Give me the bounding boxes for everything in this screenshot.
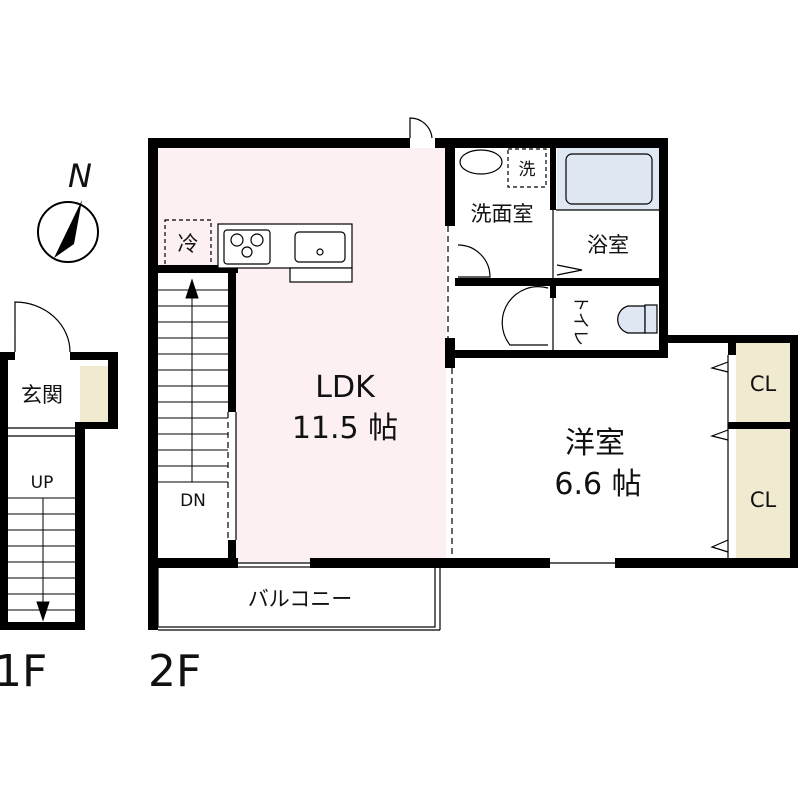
room-western-size: 6.6 帖 [554,467,641,502]
floor-label-1f: 1F [0,646,47,697]
room-ldk-name: LDK [315,370,376,405]
room-balcony: バルコニー [248,587,353,611]
entrance-storage [80,366,108,422]
compass-label: N [68,157,92,195]
stairs-up-label: UP [31,473,54,493]
floor-label-2f: 2F [148,646,201,697]
room-closet-2: CL [750,488,777,512]
north-arrow-icon [37,200,99,263]
closet-floor [736,343,790,423]
stairs-1f [8,497,75,622]
closet-floor [736,429,790,561]
room-closet-1: CL [750,372,777,396]
room-ldk-size: 11.5 帖 [292,411,398,446]
toilet-icon [617,305,646,334]
walls-2f [148,138,798,630]
room-washroom: 洗面室 [471,202,534,226]
sink-icon [294,231,346,263]
kitchen-counter [164,148,658,334]
room-western-name: 洋室 [565,426,625,461]
walls-1f [0,352,118,630]
ldk-floor [236,272,446,562]
washbasin-icon [459,149,503,175]
room-bathroom: 浴室 [587,233,629,257]
entrance-door [8,301,75,437]
stairs-2f [158,278,228,483]
arrow-up-icon [185,278,199,299]
arrow-down-icon [36,601,50,622]
thin-lines [157,117,729,631]
bathtub-icon [565,153,653,205]
stairs-down-label: DN [180,491,206,511]
stove-icon [223,229,271,265]
fridge-space [164,219,212,267]
washer-label: 洗 [519,160,536,180]
washer-space [507,148,547,188]
room-toilet: トイレ [570,295,590,346]
room-entrance: 玄関 [21,383,63,407]
fridge-label: 冷 [178,232,199,256]
